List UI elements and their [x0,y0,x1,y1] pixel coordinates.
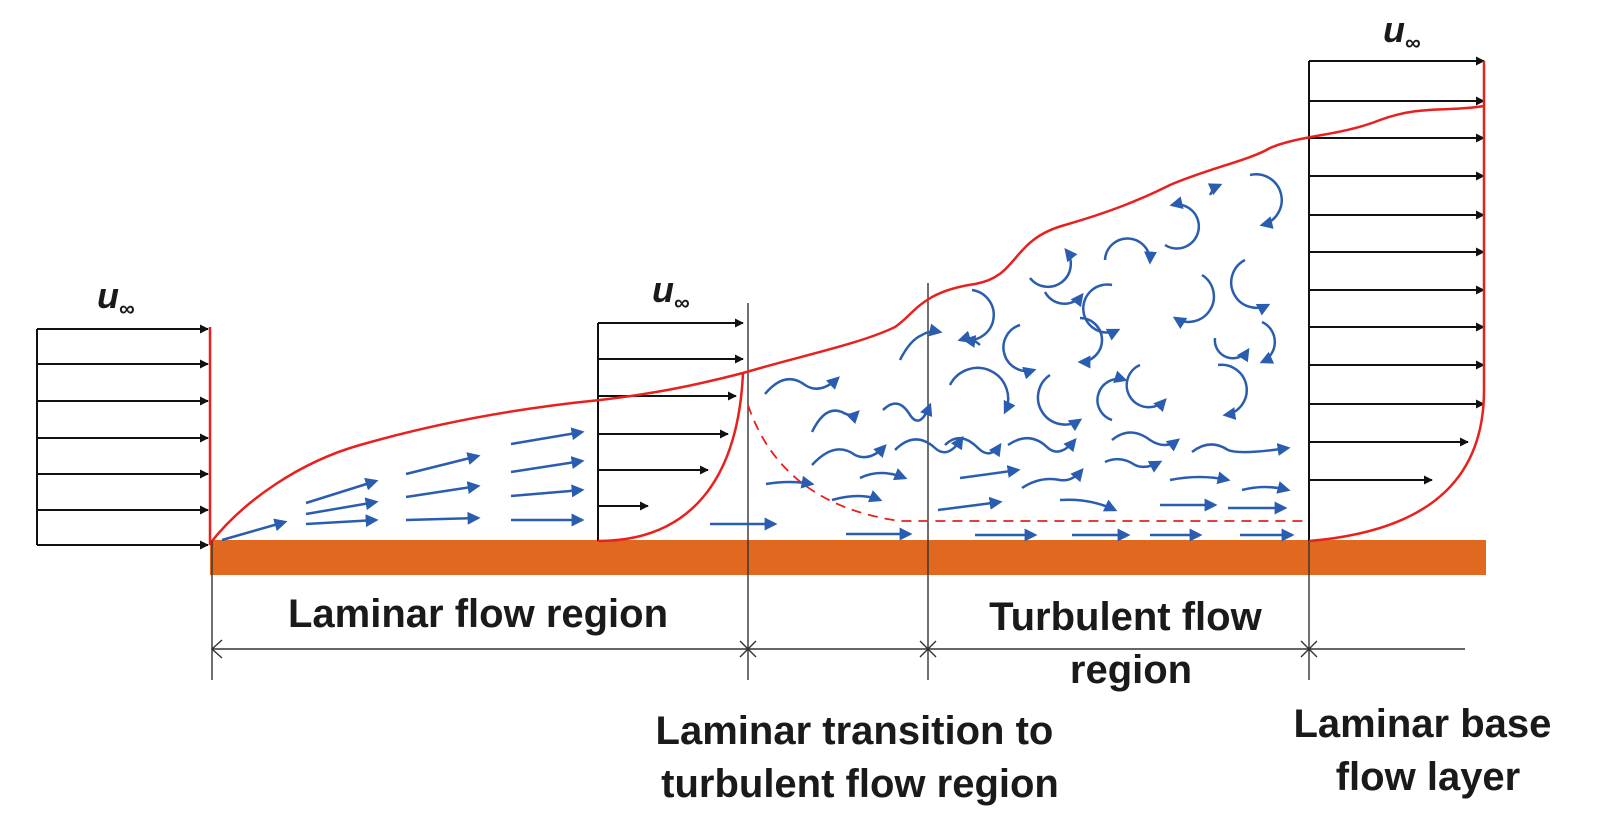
eddy-arrow [1259,320,1277,364]
turbulent-region-label: Turbulent flow region [989,595,1273,692]
laminar-free-stream-label: u∞ [652,269,690,315]
flow-arrow [859,468,908,481]
transition-region-label: Laminar transition to turbulent flow reg… [656,709,1065,806]
eddy-arrow [957,330,981,346]
eddy-arrow [1002,323,1037,380]
inlet-free-stream-label: u∞ [97,275,135,321]
flow-arrow [405,452,481,476]
eddy-arrow [1249,173,1283,229]
flow-arrow [959,465,1021,480]
turbulent-free-stream-label: u∞ [1383,9,1421,55]
flow-arrow [1007,437,1077,453]
flow-arrow [765,475,815,489]
turbulent-velocity-profile [1308,56,1485,541]
laminar-flow-arrows [221,427,778,542]
eddy-arrow [1230,258,1271,316]
flow-arrow [305,514,379,528]
flow-arrow [1021,468,1084,490]
inlet-velocity-profile [36,324,209,550]
eddy-arrow [1043,291,1084,308]
flow-arrow [305,477,379,505]
flow-arrow [510,484,585,498]
flow-arrow [1059,498,1118,512]
eddy-arrow [1164,196,1201,250]
region-boundary-lines [211,283,1310,680]
turbulent-profile-curve [1308,61,1486,543]
eddy-arrow [1077,316,1104,369]
eddy-arrow [1172,273,1216,330]
flow-arrow [405,511,481,525]
laminar-region-label: Laminar flow region [288,592,668,636]
flow-arrow [811,444,887,466]
eddy-arrow [1082,283,1121,341]
flow-arrow [831,490,883,503]
flow-arrow [1104,457,1163,473]
turbulent-eddies [937,173,1295,542]
flow-arrow [894,435,964,454]
eddy-arrow [1213,337,1250,363]
flow-arrow [221,518,288,542]
laminar-profile-curve [597,372,745,543]
boundary-layer-edge [211,104,1485,542]
flow-arrow [1241,481,1291,494]
laminar-velocity-profile [597,318,744,541]
flat-plate [210,540,1486,575]
flow-arrow [510,456,585,474]
eddy-arrow [962,288,995,348]
eddy-arrow [1103,237,1157,265]
laminar-sublayer-line [747,404,1309,522]
flow-arrow [1191,443,1291,456]
flow-arrow [1169,471,1231,485]
eddy-arrow [948,366,1016,415]
flow-arrow [764,376,840,395]
laminar-base-layer-label: Laminar base flow layer [1293,702,1562,799]
flow-arrow [405,481,481,499]
eddy-arrow [1096,370,1128,422]
flow-arrow [944,437,1002,458]
eddy-arrow [1036,373,1083,432]
transition-flow-arrows [764,323,964,541]
flow-arrow [937,496,1003,512]
flow-arrow [898,323,943,361]
flow-arrow [305,497,379,516]
flow-arrow [882,402,933,422]
eddy-arrow [1125,363,1167,413]
region-dimension-line [210,639,1465,659]
eddy-arrow [1217,363,1248,420]
eddy-arrow [1207,183,1223,196]
flow-arrow [810,409,860,433]
flow-arrow [1111,431,1181,452]
flow-arrow [510,427,585,446]
eddy-arrow [1029,247,1078,288]
